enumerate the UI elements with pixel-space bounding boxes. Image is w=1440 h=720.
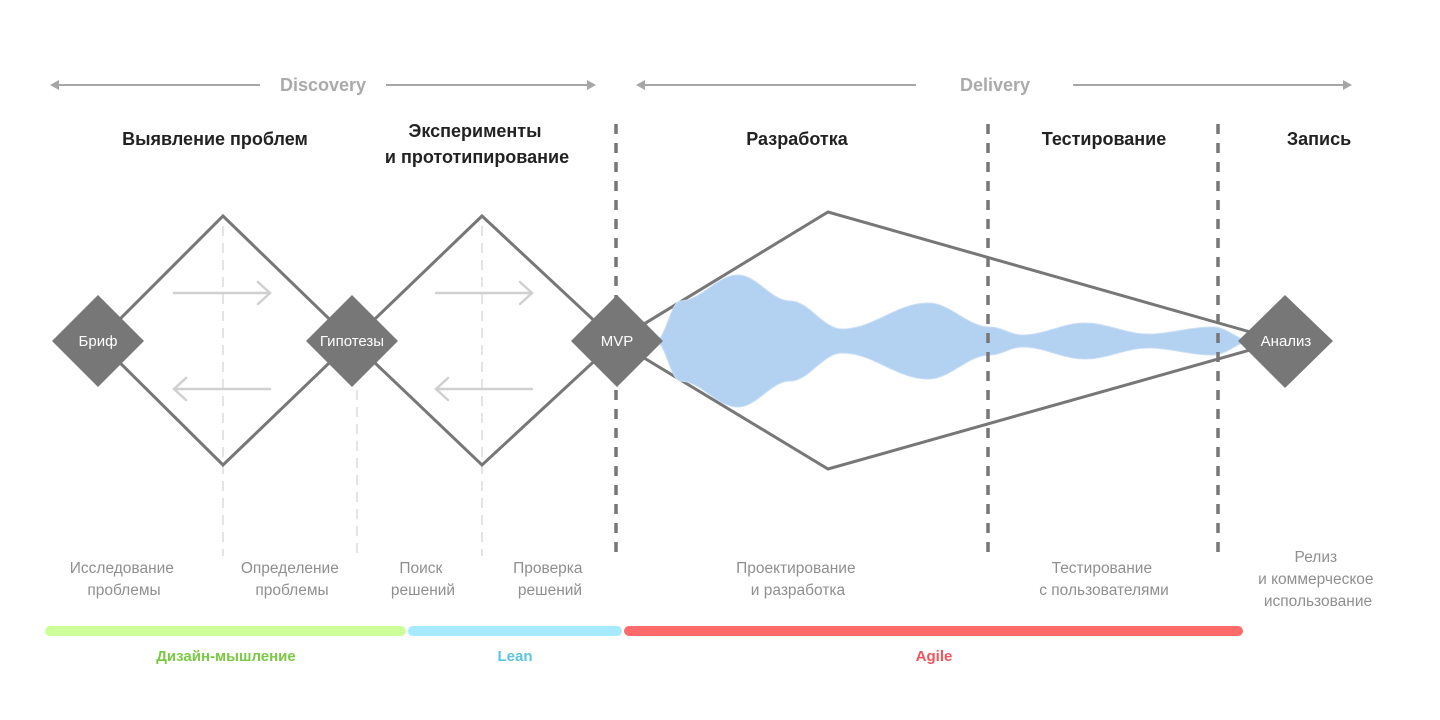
sub-label-search: Поиск решений xyxy=(391,560,455,599)
sub-label-validation: Проверка решений xyxy=(513,560,587,599)
phase-label-delivery: Delivery xyxy=(960,75,1030,95)
node-label-mvp: MVP xyxy=(601,333,634,350)
phase-delivery: Delivery xyxy=(636,75,1352,95)
diamond-node-icon xyxy=(306,295,398,387)
stage-title-testing: Тестирование xyxy=(1042,129,1167,149)
sub-stage-labels: Исследование проблемы Определение пробле… xyxy=(70,549,1378,610)
stage-title-development: Разработка xyxy=(746,129,848,149)
diamond-node-icon xyxy=(571,295,663,387)
arrow-left-icon xyxy=(434,376,534,402)
node-label-analysis: Анализ xyxy=(1261,333,1312,350)
node-analysis: Анализ xyxy=(1238,295,1333,388)
sub-label-definition: Определение проблемы xyxy=(241,560,343,599)
method-label-agile: Agile xyxy=(916,648,953,665)
arrow-left-icon xyxy=(636,80,645,90)
stage-title-problem-discovery: Выявление проблем xyxy=(122,129,308,149)
delivery-flow-shape xyxy=(654,274,1251,408)
arrow-left-icon xyxy=(172,376,272,402)
phase-discovery: Discovery xyxy=(50,75,596,95)
sub-label-design-dev: Проектирование и разработка xyxy=(736,560,860,599)
sub-label-research: Исследование проблемы xyxy=(70,560,178,599)
arrow-left-icon xyxy=(50,80,59,90)
diamond-node-icon xyxy=(52,295,144,387)
method-bar-design-thinking xyxy=(45,626,406,636)
node-mvp: MVP xyxy=(571,295,663,387)
method-bar-agile xyxy=(624,626,1243,636)
node-brief: Бриф xyxy=(52,295,144,387)
stage-title-experiments-line2: и прототипирование xyxy=(385,147,569,167)
stage-title-record: Запись xyxy=(1287,129,1351,149)
arrow-right-icon xyxy=(587,80,596,90)
stage-titles: Выявление проблем Эксперименты и прототи… xyxy=(122,121,1351,167)
method-bars: Дизайн-мышление Lean Agile xyxy=(45,626,1243,665)
sub-label-user-testing: Тестирование с пользователями xyxy=(1039,560,1169,599)
sub-label-release: Релиз и коммерческое использование xyxy=(1258,549,1378,610)
arrow-right-icon xyxy=(1343,80,1352,90)
phase-label-discovery: Discovery xyxy=(280,75,366,95)
arrow-right-icon xyxy=(434,280,534,306)
arrow-right-icon xyxy=(172,280,272,306)
diamond-node-icon xyxy=(1238,295,1333,388)
method-label-lean: Lean xyxy=(497,648,532,665)
node-label-hypotheses: Гипотезы xyxy=(320,333,384,350)
faint-dividers xyxy=(222,226,483,556)
method-bar-lean xyxy=(408,626,622,636)
method-label-design-thinking: Дизайн-мышление xyxy=(156,648,296,665)
node-hypotheses: Гипотезы xyxy=(306,295,398,387)
stage-title-experiments-line1: Эксперименты xyxy=(409,121,542,141)
iteration-arrows xyxy=(172,280,534,402)
node-label-brief: Бриф xyxy=(79,333,118,350)
